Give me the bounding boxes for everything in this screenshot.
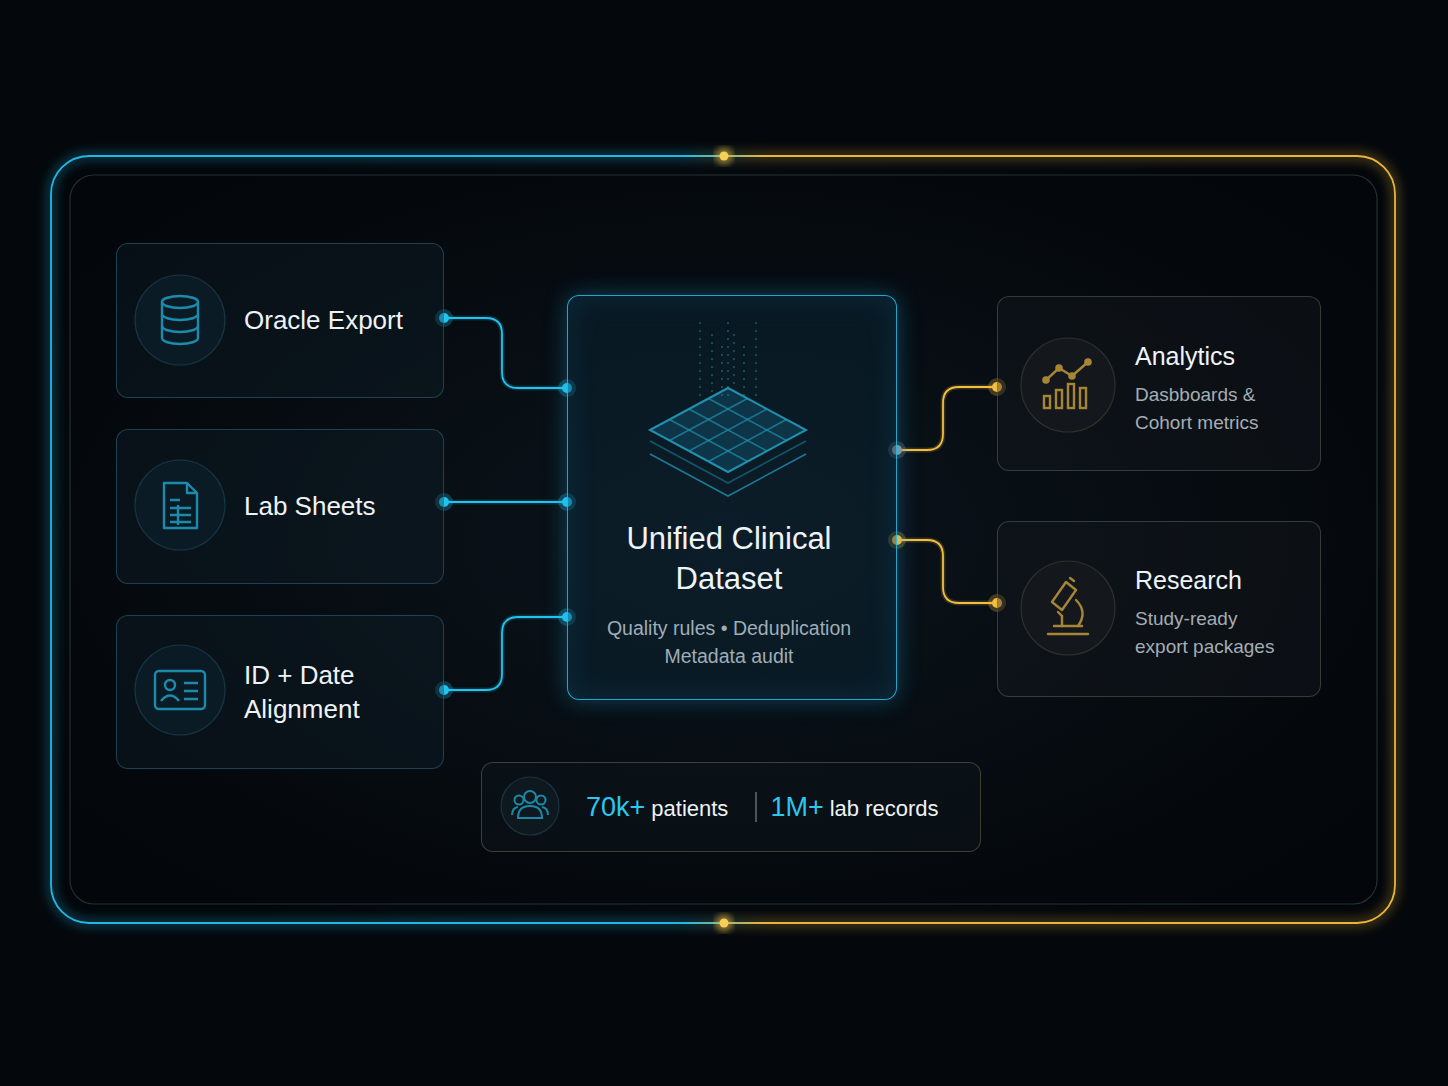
- process-box: AnalyticsDasbboards & Cohort metrics: [997, 296, 1321, 471]
- process-box: ID + Date Alignment: [116, 615, 444, 769]
- frame-dot: [720, 152, 729, 161]
- node-title: Oracle Export: [244, 304, 403, 338]
- connector: [897, 540, 997, 603]
- inner-frame: [70, 175, 1377, 904]
- connector: [444, 501, 567, 503]
- frame-glow: [51, 156, 1395, 923]
- hub-box: Unified Clinical DatasetQuality rules • …: [567, 295, 897, 700]
- connector-glow: [444, 318, 567, 388]
- connector: [897, 387, 997, 450]
- process-box: ResearchStudy-ready export packages: [997, 521, 1321, 697]
- node-title: Research: [1135, 564, 1242, 597]
- process-box: Oracle Export: [116, 243, 444, 398]
- connector-glow: [897, 387, 997, 450]
- connector: [444, 617, 567, 690]
- frame-fill: [51, 156, 1395, 923]
- stat-number: 70k+: [586, 790, 645, 825]
- node-title: Analytics: [1135, 340, 1235, 373]
- connector-glow: [897, 540, 997, 603]
- stat-number: 1M+: [770, 790, 823, 825]
- frame-dot: [720, 919, 729, 928]
- stat-label: lab records: [830, 795, 939, 824]
- node-body: Quality rules • Deduplication Metadata a…: [574, 614, 884, 671]
- stat-box: 70k+patients 1M+lab records: [481, 762, 981, 852]
- node-body: Dasbboards & Cohort metrics: [1135, 381, 1293, 436]
- connector-glow: [444, 617, 567, 690]
- node-title: ID + Date Alignment: [244, 659, 424, 727]
- node-title: Lab Sheets: [244, 490, 376, 524]
- stat-row: 70k+patients 1M+lab records: [586, 790, 939, 825]
- node-body: Study-ready export packages: [1135, 605, 1293, 660]
- connector: [444, 318, 567, 388]
- connector-glow: [444, 500, 567, 505]
- frame-dot: [715, 147, 733, 165]
- stat-label: patients: [651, 795, 728, 824]
- node-title: Unified Clinical Dataset: [579, 519, 879, 600]
- frame-dot: [715, 914, 733, 932]
- process-box: Lab Sheets: [116, 429, 444, 584]
- outer-frame: [51, 156, 1395, 923]
